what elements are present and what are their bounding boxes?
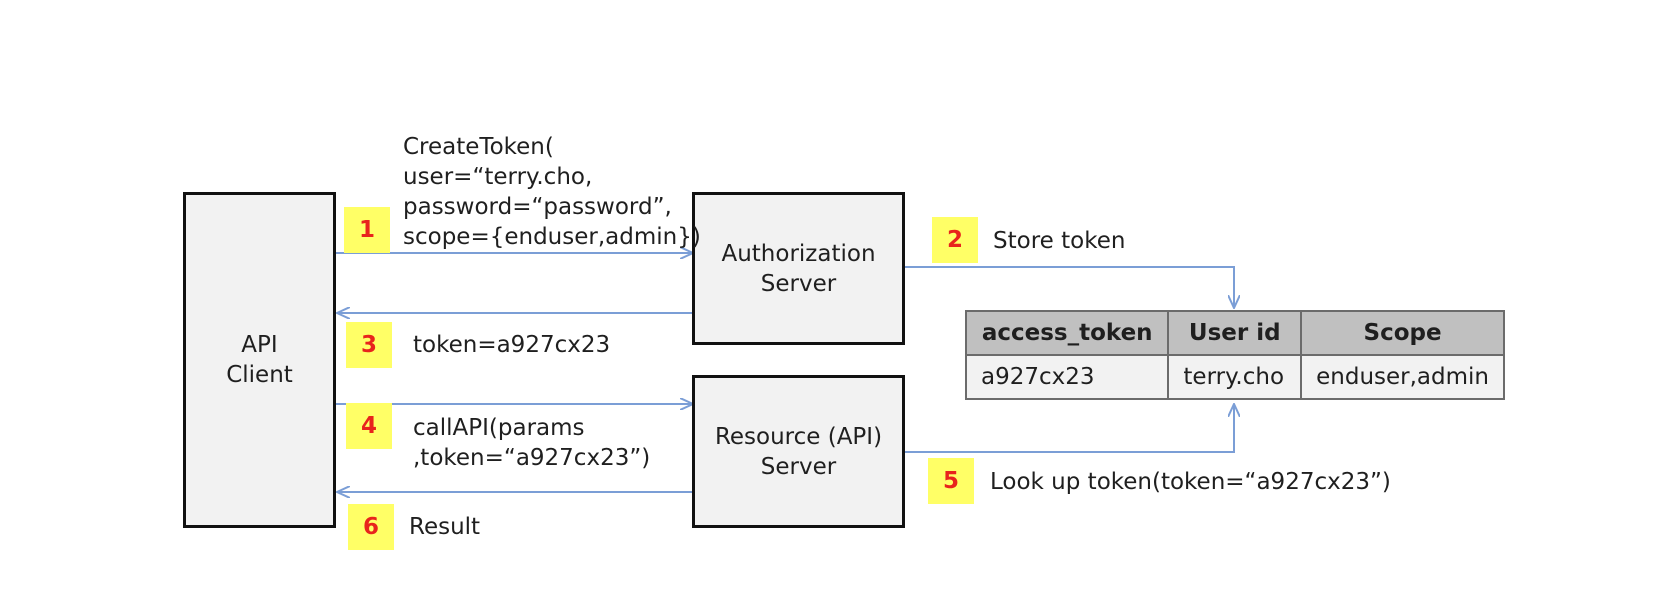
step-1-line-4: scope={enduser,admin}) — [403, 224, 701, 250]
cell-user-id: terry.cho — [1167, 354, 1303, 400]
resource-server-label-line1: Resource (API) — [714, 423, 883, 450]
step-4-line-2: ,token=“a927cx23”) — [413, 445, 651, 471]
arrow-lookup-token — [905, 404, 1234, 453]
step-6-label: Result — [409, 514, 481, 540]
step-badge-3: 3 — [346, 322, 392, 368]
cell-access-token: a927cx23 — [964, 354, 1170, 400]
token-table-header-row: access_token User id Scope — [964, 310, 1505, 356]
resource-server-label-line2: Server — [760, 453, 837, 480]
authorization-server-label-line1: Authorization — [721, 240, 876, 267]
step-3-label: token=a927cx23 — [413, 332, 611, 358]
column-header-user-id: User id — [1167, 310, 1303, 356]
step-badge-5: 5 — [928, 458, 974, 504]
resource-server-node: Resource (API) Server — [692, 375, 905, 528]
token-store-table: access_token User id Scope a927cx23 terr… — [964, 310, 1505, 400]
step-5-label: Look up token(token=“a927cx23”) — [990, 469, 1391, 495]
column-header-access-token: access_token — [964, 310, 1170, 356]
authorization-server-label-line2: Server — [760, 270, 837, 297]
api-client-label-line1: API — [241, 332, 278, 358]
table-row: a927cx23 terry.cho enduser,admin — [964, 354, 1505, 400]
step-1-line-1: CreateToken( — [403, 134, 554, 160]
step-badge-4: 4 — [346, 403, 392, 449]
step-badge-1: 1 — [344, 207, 390, 253]
step-1-label: CreateToken( user=“terry.cho, password=“… — [403, 132, 701, 252]
arrow-store-token — [905, 266, 1234, 308]
column-header-scope: Scope — [1300, 310, 1505, 356]
step-4-label: callAPI(params ,token=“a927cx23”) — [413, 413, 650, 473]
cell-scope: enduser,admin — [1300, 354, 1505, 400]
step-badge-2: 2 — [932, 217, 978, 263]
step-badge-6: 6 — [348, 504, 394, 550]
step-2-label: Store token — [993, 228, 1126, 254]
step-4-line-1: callAPI(params — [413, 415, 585, 441]
api-client-label-line2: Client — [226, 362, 293, 388]
authorization-server-node: Authorization Server — [692, 192, 905, 345]
step-1-line-2: user=“terry.cho, — [403, 164, 593, 190]
api-client-node: API Client — [183, 192, 336, 528]
step-1-line-3: password=“password”, — [403, 194, 672, 220]
